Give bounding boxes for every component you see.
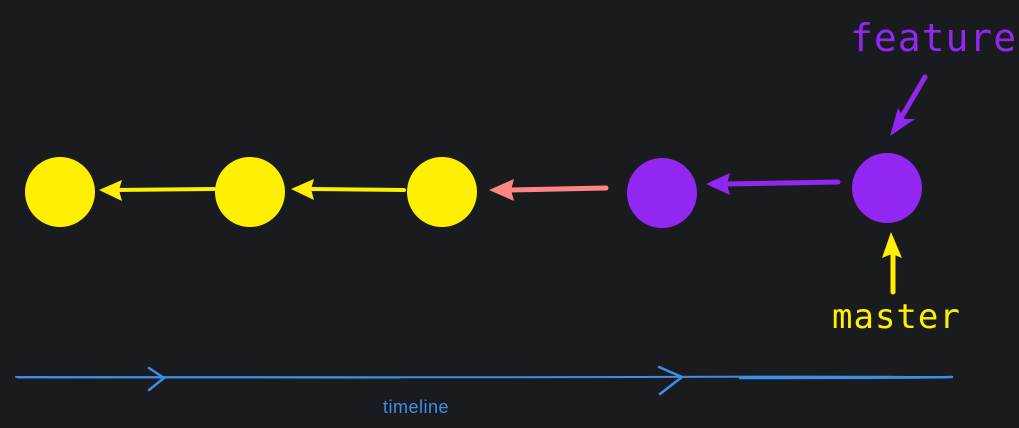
commit-node-master-1 [25,157,95,227]
timeline-chevron-1 [147,366,166,392]
commit-node-master-3 [407,157,477,227]
parent-arrow-master-2-to-1 [99,180,216,201]
parent-arrow-feature-2-to-1 [706,173,841,195]
feature-pointer-arrow [890,74,928,136]
master-branch-label: master [832,297,961,337]
feature-branch-label: feature [850,16,1018,60]
timeline-label: timeline [383,397,450,417]
master-pointer-arrow [882,232,902,295]
commit-node-feature-2 [852,153,922,223]
parent-arrow-master-3-to-2 [291,179,406,200]
parent-arrow-feature-to-master [489,179,609,201]
commit-node-feature-1 [627,158,697,228]
timeline-axis [15,365,954,396]
timeline-chevron-2 [657,365,684,396]
commit-node-master-2 [215,157,285,227]
